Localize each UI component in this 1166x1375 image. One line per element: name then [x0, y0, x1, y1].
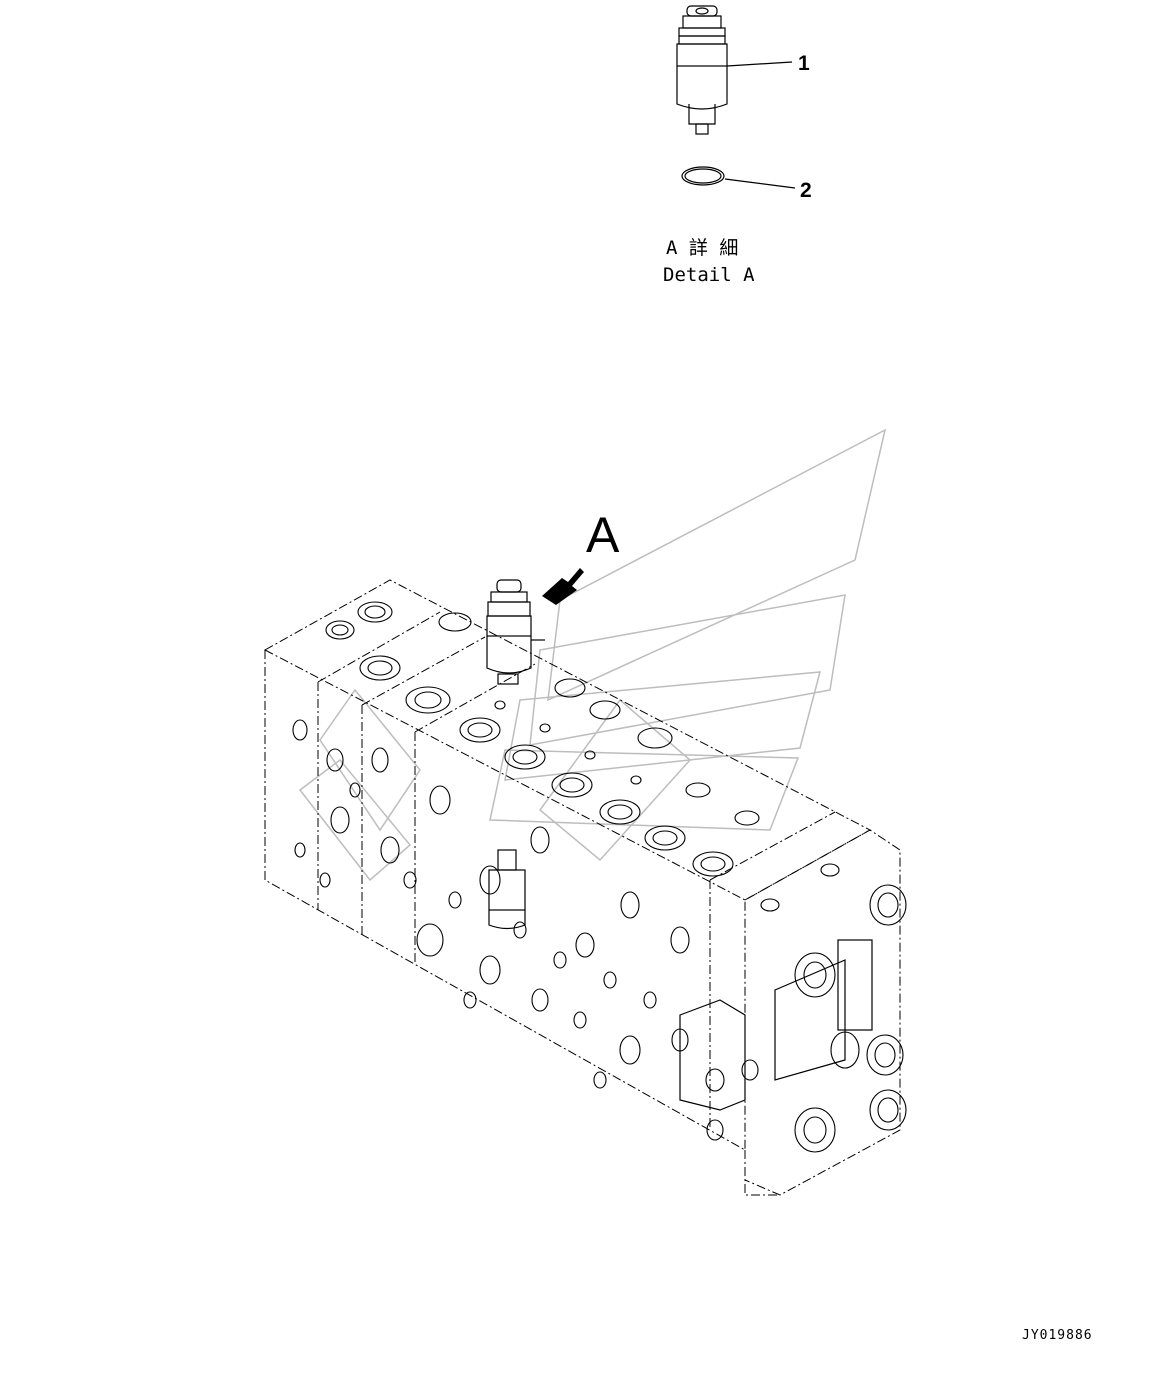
view-arrow-icon — [542, 568, 584, 605]
relief-valve-part-1 — [676, 5, 728, 135]
view-marker-a: A — [586, 507, 620, 563]
detail-title-en: Detail A — [663, 264, 755, 286]
watermark — [298, 428, 887, 882]
leader-line-2 — [724, 178, 796, 189]
control-valve-block — [263, 579, 907, 1196]
leader-line-1 — [726, 61, 793, 67]
callout-1: 1 — [798, 52, 810, 75]
detail-title-jp: A 詳 細 — [666, 237, 738, 259]
drawing-code: JY019886 — [1022, 1328, 1093, 1343]
callout-2: 2 — [800, 179, 812, 202]
o-ring-part-2 — [681, 166, 725, 186]
